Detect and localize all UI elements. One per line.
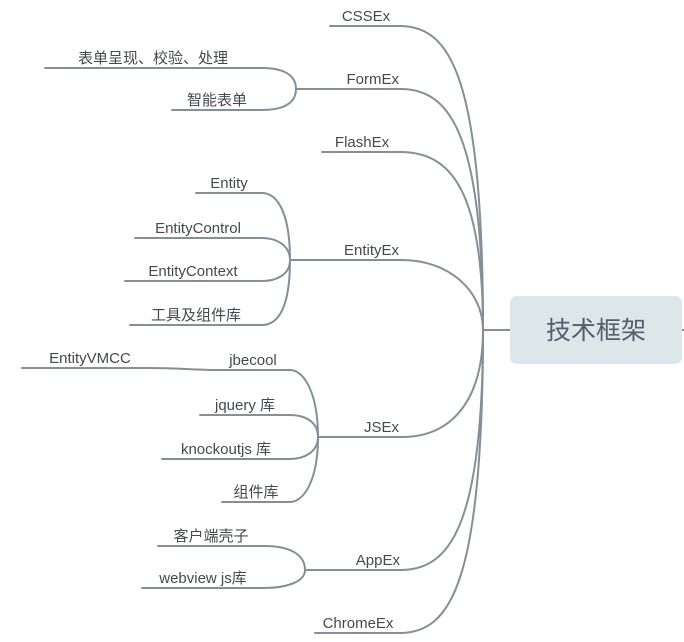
node-entity-label: Entity <box>210 175 248 192</box>
node-components[interactable]: 组件库 <box>221 484 291 503</box>
node-client-shell[interactable]: 客户端壳子 <box>157 528 266 547</box>
node-entitycontext-label: EntityContext <box>148 263 238 280</box>
node-chromeex[interactable]: ChromeEx <box>314 615 403 634</box>
connector-smart-form <box>261 88 297 111</box>
connector-jsex <box>401 329 484 438</box>
node-cssex[interactable]: CSSEx <box>329 8 403 27</box>
connector-entity <box>261 192 291 261</box>
node-smart-form-label: 智能表单 <box>187 91 247 109</box>
node-knockout[interactable]: knockoutjs 库 <box>161 441 291 460</box>
node-toolkit[interactable]: 工具及组件库 <box>129 307 263 326</box>
connector-jquery <box>289 414 319 438</box>
connector-entitycontrol <box>261 237 291 261</box>
node-toolkit-label: 工具及组件库 <box>151 307 241 324</box>
root-label: 技术框架 <box>546 317 646 345</box>
node-formex-label: FormEx <box>347 71 400 88</box>
node-webview[interactable]: webview js库 <box>141 570 266 589</box>
node-entityex[interactable]: EntityEx <box>289 242 403 261</box>
connectors-jsex-children <box>149 367 319 503</box>
node-flashex[interactable]: FlashEx <box>321 134 403 153</box>
node-entitycontrol-label: EntityControl <box>155 220 241 237</box>
node-cssex-label: CSSEx <box>342 8 391 25</box>
connector-formex <box>401 88 484 331</box>
connectors-level1 <box>401 25 684 634</box>
node-smart-form[interactable]: 智能表单 <box>171 91 263 111</box>
node-chromeex-label: ChromeEx <box>323 615 394 632</box>
node-form-render[interactable]: 表单呈现、校验、处理 <box>44 50 263 69</box>
node-webview-label: webview js库 <box>158 570 247 587</box>
node-root[interactable]: 技术框架 <box>510 296 682 364</box>
root-shape <box>510 296 682 364</box>
connector-chromeex <box>401 329 484 634</box>
node-entityvmcc-label: EntityVMCC <box>49 350 131 367</box>
connector-entityex <box>401 259 484 331</box>
connector-flashex <box>401 151 484 331</box>
node-jquery-label: jquery 库 <box>214 397 275 414</box>
node-entity[interactable]: Entity <box>195 175 263 194</box>
connector-entitycontext <box>261 259 291 282</box>
node-components-label: 组件库 <box>233 484 278 501</box>
connector-entityvmcc <box>149 367 216 371</box>
node-entitycontext[interactable]: EntityContext <box>124 263 263 282</box>
node-jbecool-label: jbecool <box>228 352 277 369</box>
node-entityex-label: EntityEx <box>344 242 400 259</box>
connector-toolkit <box>261 259 291 326</box>
node-appex-label: AppEx <box>356 552 401 569</box>
node-form-render-label: 表单呈现、校验、处理 <box>78 50 228 67</box>
connector-knockout <box>289 436 319 460</box>
node-entitycontrol[interactable]: EntityControl <box>134 220 263 239</box>
connectors-entityex-children <box>261 192 291 326</box>
node-jsex-label: JSEx <box>364 419 400 436</box>
node-jbecool[interactable]: jbecool <box>214 352 291 371</box>
connector-client-shell <box>264 545 306 571</box>
connector-webview <box>264 569 306 589</box>
connectors-formex-children <box>261 67 297 111</box>
node-client-shell-label: 客户端壳子 <box>173 528 248 545</box>
node-entityvmcc[interactable]: EntityVMCC <box>21 350 151 369</box>
node-knockout-label: knockoutjs 库 <box>181 441 271 458</box>
node-flashex-label: FlashEx <box>335 134 390 151</box>
node-appex[interactable]: AppEx <box>304 552 403 571</box>
connector-components <box>289 436 319 503</box>
connector-jbecool <box>289 369 319 438</box>
node-formex[interactable]: FormEx <box>295 71 403 90</box>
node-jquery[interactable]: jquery 库 <box>199 397 291 416</box>
connector-cssex <box>401 25 484 331</box>
connectors-appex-children <box>264 545 306 589</box>
node-jsex[interactable]: JSEx <box>317 419 403 438</box>
connector-form-render <box>261 67 297 90</box>
